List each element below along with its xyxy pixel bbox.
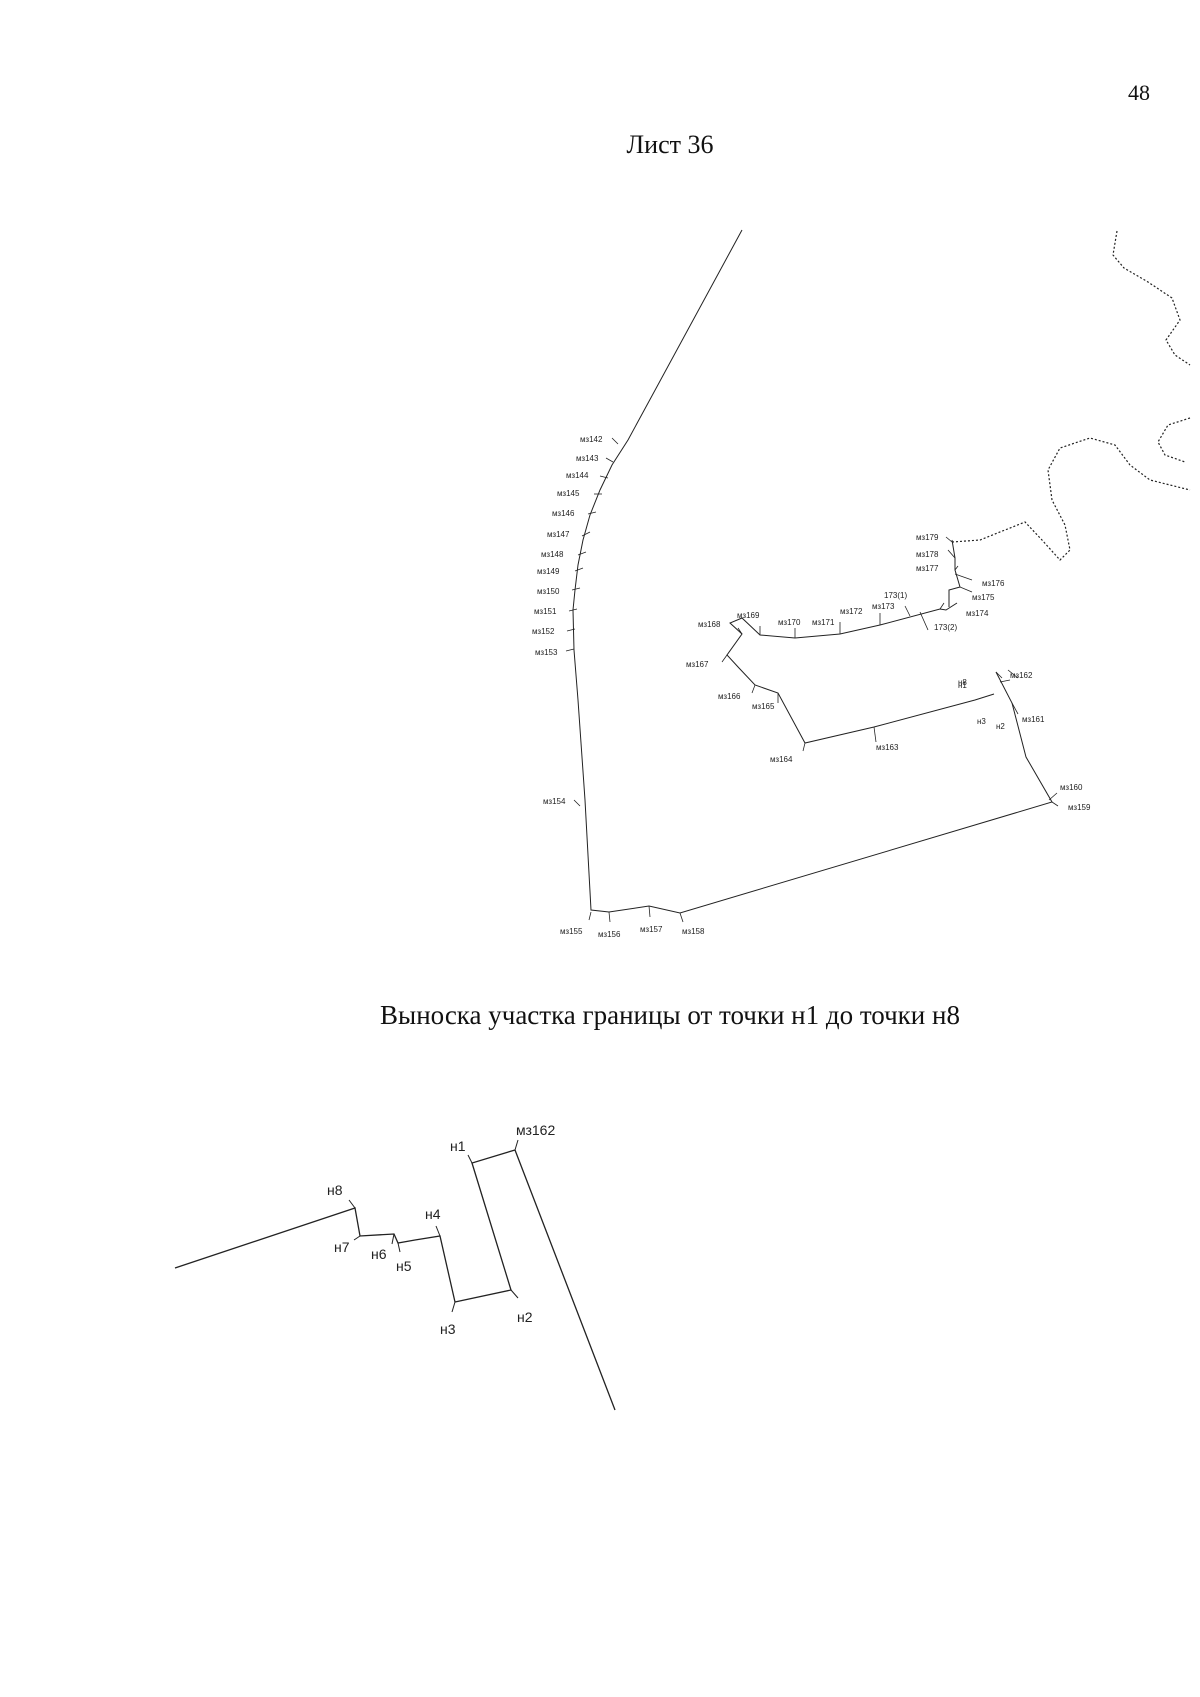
label-n8-small: н8 — [958, 678, 967, 687]
label-mz177: мз177 — [916, 564, 939, 573]
label-mz159: мз159 — [1068, 803, 1091, 812]
river-line-upper — [1112, 230, 1191, 366]
label-mz162: мз162 — [1010, 671, 1033, 680]
label-mz166: мз166 — [718, 692, 741, 701]
callout-title: Выноска участка границы от точки н1 до т… — [380, 1000, 960, 1030]
label-mz175: мз175 — [972, 593, 995, 602]
label-mz173: мз173 — [872, 602, 895, 611]
label-mz154: мз154 — [543, 797, 566, 806]
label-mz163: мз163 — [876, 743, 899, 752]
label-mz144: мз144 — [566, 471, 589, 480]
label-mz149: мз149 — [537, 567, 560, 576]
label-n1-small: н1 — [958, 681, 967, 690]
outer-boundary-line — [572, 229, 1053, 914]
label-mz148: мз148 — [541, 550, 564, 559]
label-mz167: мз167 — [686, 660, 709, 669]
label-173-1: 173(1) — [884, 591, 907, 600]
sheet-title: Лист 36 — [626, 130, 714, 159]
label-mz152: мз152 — [532, 627, 555, 636]
inner-boundary-line — [726, 602, 995, 744]
label-mz142: мз142 — [580, 435, 603, 444]
label-mz172: мз172 — [840, 607, 863, 616]
label-mz169: мз169 — [737, 611, 760, 620]
label-mz164: мз164 — [770, 755, 793, 764]
label-mz178: мз178 — [916, 550, 939, 559]
label-mz158: мз158 — [682, 927, 705, 936]
label-mz160: мз160 — [1060, 783, 1083, 792]
label-mz146: мз146 — [552, 509, 575, 518]
label-n2-small: н2 — [996, 722, 1005, 731]
label-mz147: мз147 — [547, 530, 570, 539]
label-mz145: мз145 — [557, 489, 580, 498]
label-mz176: мз176 — [982, 579, 1005, 588]
label-mz165: мз165 — [752, 702, 775, 711]
upper-stub-line — [948, 539, 961, 607]
label-mz155: мз155 — [560, 927, 583, 936]
label-mz150: мз150 — [537, 587, 560, 596]
label-mz161: мз161 — [1022, 715, 1045, 724]
label-mz170: мз170 — [778, 618, 801, 627]
label-173-2: 173(2) — [934, 623, 957, 632]
label-n3-small: н3 — [977, 717, 986, 726]
page-number: 48 — [1128, 80, 1150, 105]
label-mz156: мз156 — [598, 930, 621, 939]
label-mz168: мз168 — [698, 620, 721, 629]
label-mz153: мз153 — [535, 648, 558, 657]
label-mz151: мз151 — [534, 607, 557, 616]
label-mz157: мз157 — [640, 925, 663, 934]
label-mz171: мз171 — [812, 618, 835, 627]
label-mz179: мз179 — [916, 533, 939, 542]
label-mz174: мз174 — [966, 609, 989, 618]
label-ticks — [565, 437, 1059, 923]
label-mz143: мз143 — [576, 454, 599, 463]
river-line-lower — [951, 437, 1191, 561]
river-line-right — [1157, 417, 1191, 463]
